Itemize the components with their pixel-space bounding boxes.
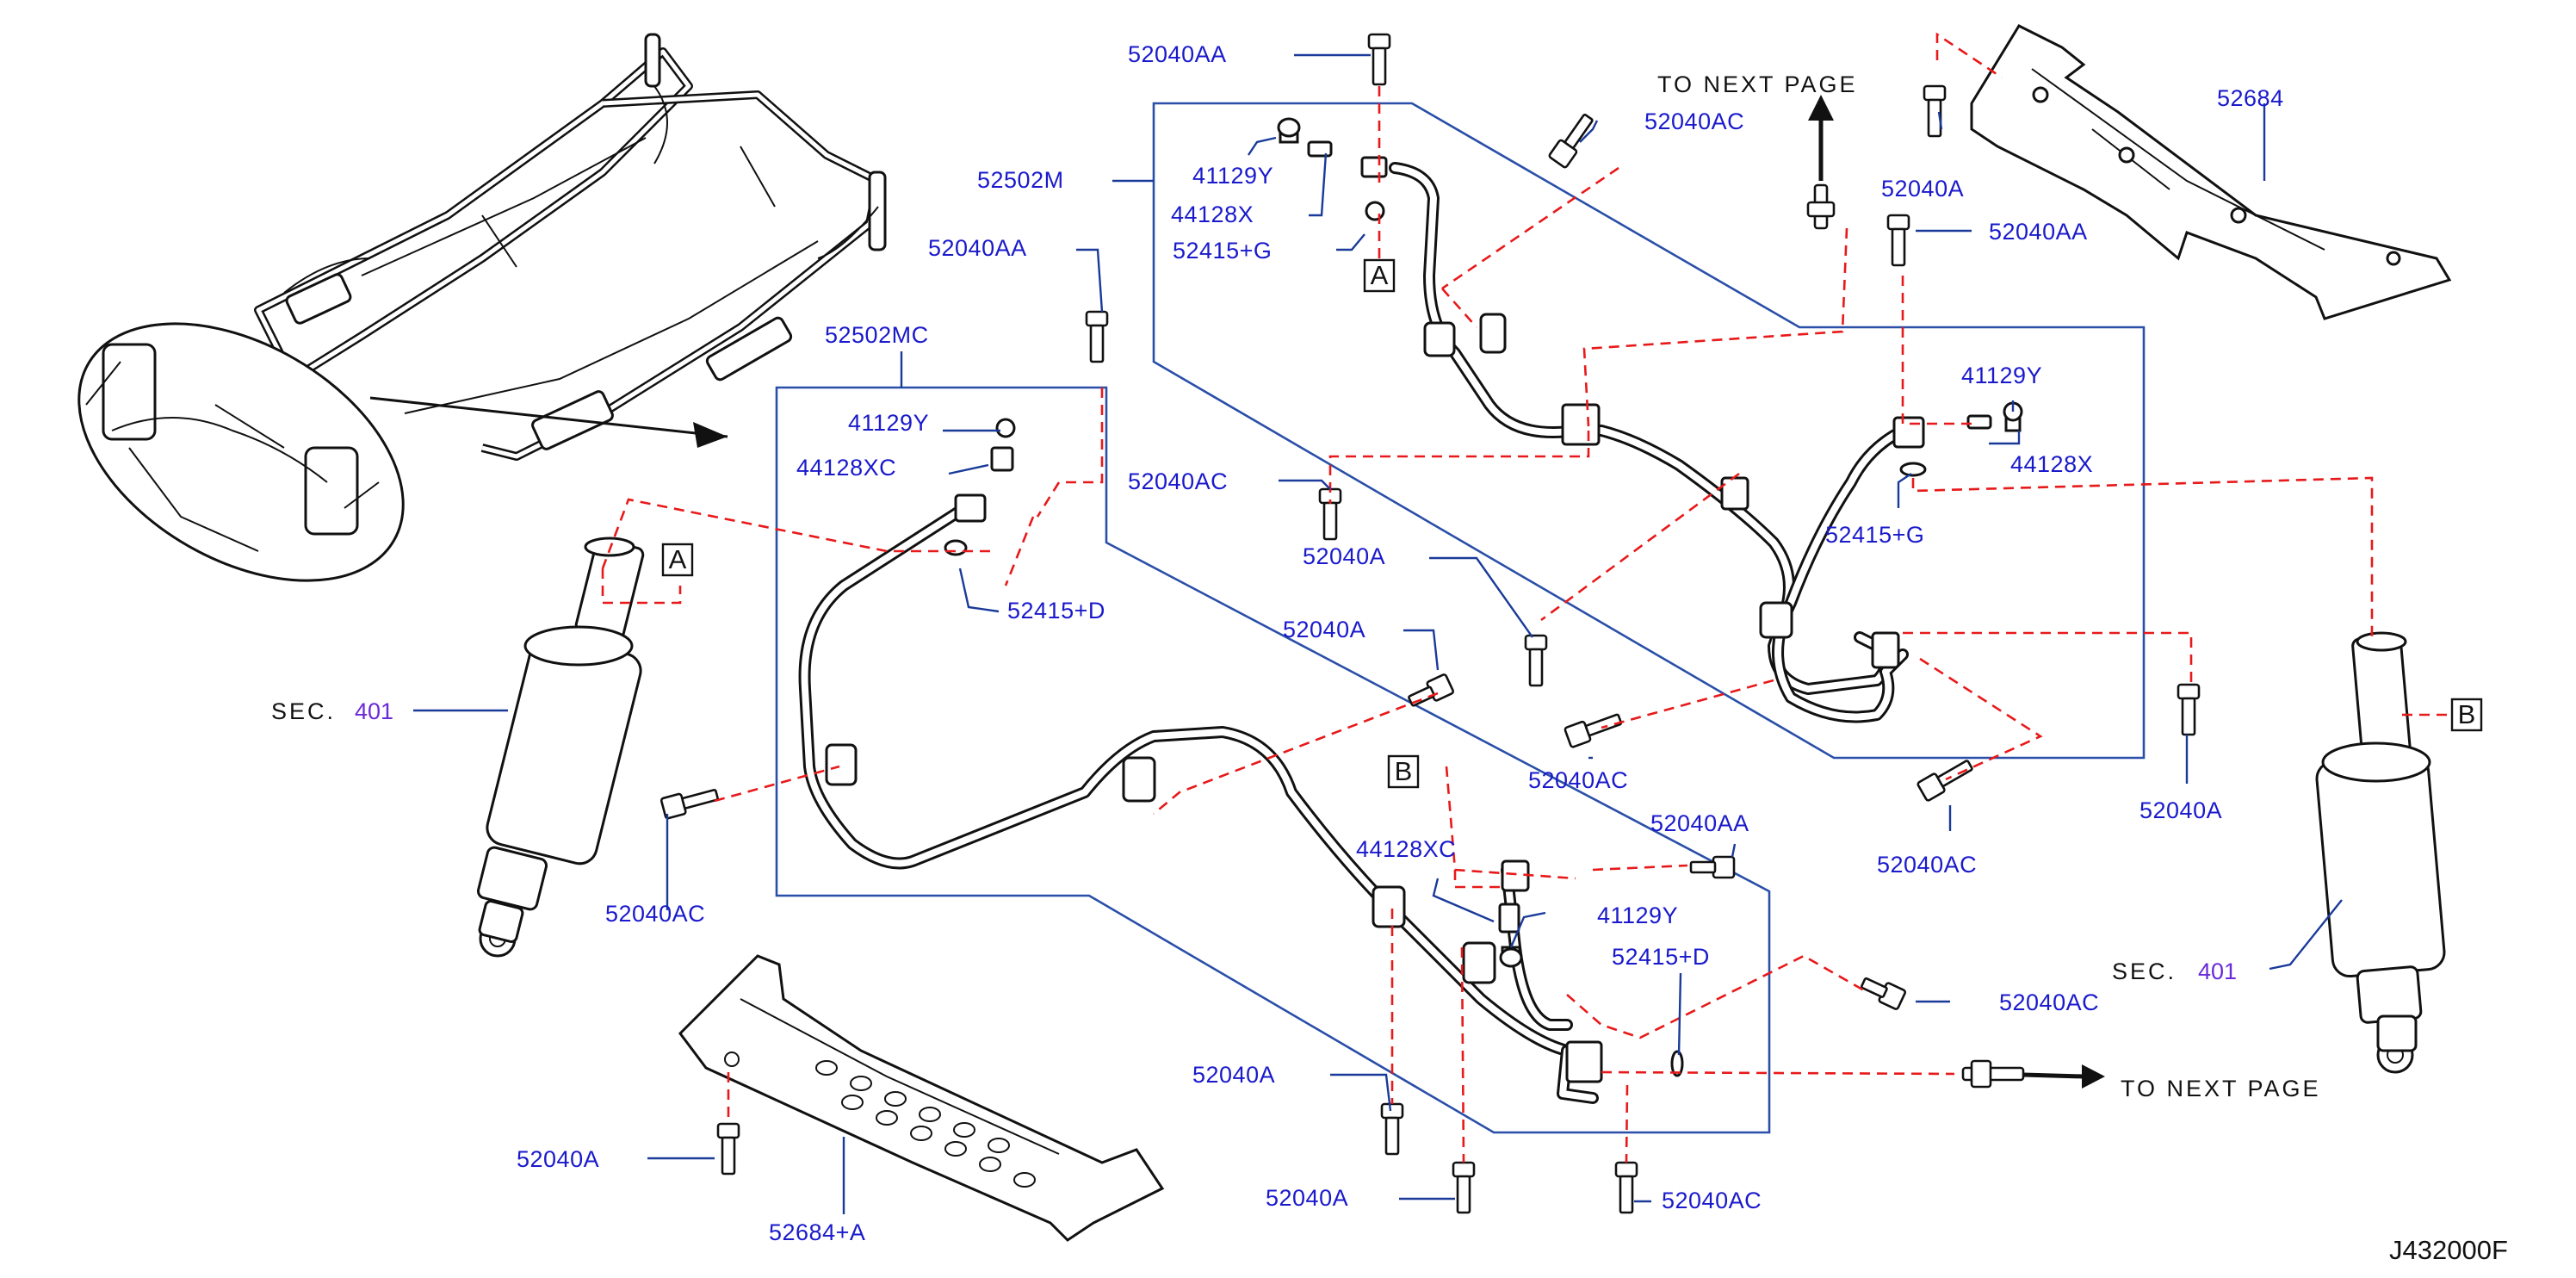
outline-52502MC [775, 386, 1771, 1134]
label-sec-right: SEC. [2112, 958, 2177, 984]
label-sec-num-right: 401 [2198, 958, 2237, 984]
bolt-52040AA-lower [1689, 855, 1736, 879]
label-52040A-bottom-left: 52040A [517, 1146, 599, 1172]
label-52684: 52684 [2217, 85, 2284, 111]
label-41129Y-upper: 41129Y [1192, 163, 1273, 189]
label-52040A-bottom-2: 52040A [1266, 1185, 1348, 1211]
label-44128X-upper: 44128X [1171, 202, 1254, 227]
label-52040AC-bottom: 52040AC [1662, 1188, 1762, 1213]
label-52684A: 52684+A [769, 1219, 865, 1245]
arrow-to-next-page-bottom [2022, 1064, 2105, 1089]
bolt-52040AC-lower-right [1861, 977, 1907, 1010]
bolt-52040A-bottom-left [716, 1122, 740, 1176]
hose-clamps [825, 313, 1925, 1083]
bolt-52040A-center [1524, 634, 1548, 687]
shock-absorber-left [476, 537, 645, 958]
tube-52502MC [798, 502, 1599, 1104]
bolt-52040AC-center [1564, 713, 1623, 748]
svg-text:A: A [669, 544, 687, 574]
label-52040AC-left: 52040AC [605, 901, 705, 927]
shock-absorber-right [2315, 631, 2446, 1074]
label-52040AC-mid: 52040AC [1128, 468, 1228, 494]
leader-lines [413, 53, 2343, 1214]
ref-box-a-top: A [1363, 258, 1396, 293]
bolt-52040A-angled [1408, 673, 1455, 707]
fitting-to-next-page-top [1806, 183, 1836, 230]
bolts [659, 33, 2201, 1214]
label-52415D-left: 52415+D [1007, 598, 1105, 623]
label-52040AA-lower: 52040AA [1650, 810, 1749, 836]
arrow-to-next-page-top [1808, 95, 1834, 181]
svg-text:B: B [1395, 756, 1413, 786]
label-sec-num-left: 401 [355, 698, 393, 724]
label-to-next-page-bottom: TO NEXT PAGE [2121, 1076, 2321, 1101]
tube-52502M [1389, 162, 1909, 723]
label-52040AC-center: 52040AC [1528, 767, 1628, 793]
ref-box-b-lower: B [1387, 754, 1420, 789]
label-52040A-far-right: 52040A [2139, 797, 2222, 823]
outline-52502M [1152, 102, 2146, 760]
diagram-code: J432000F [2389, 1235, 2508, 1265]
label-52040A-angled: 52040A [1283, 617, 1365, 642]
label-52415G-right: 52415+G [1825, 522, 1924, 548]
label-44128XC-lower: 44128XC [1356, 836, 1456, 862]
svg-text:B: B [2458, 699, 2476, 729]
label-44128XC-left: 44128XC [796, 455, 896, 481]
label-52415D-lower: 52415+D [1612, 944, 1710, 970]
bolt-52040AC-top [1548, 114, 1594, 169]
label-52040AA-top: 52040AA [1128, 41, 1227, 67]
bolt-52040AA-left [1085, 310, 1109, 363]
bracket-52684A [678, 954, 1165, 1242]
fittings [944, 117, 2023, 1077]
bolt-52040A-mid [1318, 487, 1342, 541]
label-52502MC: 52502MC [825, 322, 929, 348]
label-52040A-mid: 52040A [1303, 543, 1385, 569]
label-52040AA-right: 52040AA [1989, 219, 2088, 245]
bolt-52040AA-right [1886, 214, 1910, 267]
ref-box-b-right: B [2450, 698, 2483, 732]
label-44128X-right: 44128X [2010, 451, 2093, 477]
label-52040AC-top: 52040AC [1644, 109, 1744, 134]
svg-text:A: A [1371, 260, 1389, 290]
label-to-next-page-top: TO NEXT PAGE [1657, 71, 1858, 97]
label-41129Y-right: 41129Y [1961, 363, 2042, 388]
label-52040AA-left: 52040AA [928, 235, 1027, 261]
bolt-52040A-bottom-2 [1452, 1161, 1476, 1214]
label-sec-left: SEC. [271, 698, 336, 724]
bolt-52040A-far-right [2177, 683, 2201, 736]
label-52415G-upper: 52415+G [1173, 238, 1272, 264]
label-41129Y-lower: 41129Y [1597, 903, 1678, 928]
vehicle-frame-overview [254, 33, 887, 461]
zoom-ellipse-rear [77, 322, 728, 582]
bracket-52684 [1970, 24, 2452, 320]
label-52040AC-lower-right: 52040AC [1999, 990, 2099, 1015]
label-52040A-upper-right: 52040A [1881, 176, 1964, 202]
dashed-connections [601, 32, 2449, 1163]
bolt-52040AC-right [1917, 760, 1973, 802]
bolt-52040AA-top [1367, 33, 1391, 86]
label-52502M: 52502M [977, 167, 1064, 193]
bolt-52040A-bottom-1 [1380, 1102, 1404, 1156]
label-52040AC-right: 52040AC [1877, 852, 1977, 878]
fitting-to-next-page-bottom [1961, 1059, 2025, 1089]
ref-box-a-left: A [661, 543, 694, 577]
bolt-52040AC-left [659, 788, 719, 820]
label-41129Y-left: 41129Y [848, 410, 929, 436]
bolt-52040AC-bottom [1614, 1161, 1638, 1214]
label-52040A-bottom-1: 52040A [1192, 1062, 1275, 1088]
